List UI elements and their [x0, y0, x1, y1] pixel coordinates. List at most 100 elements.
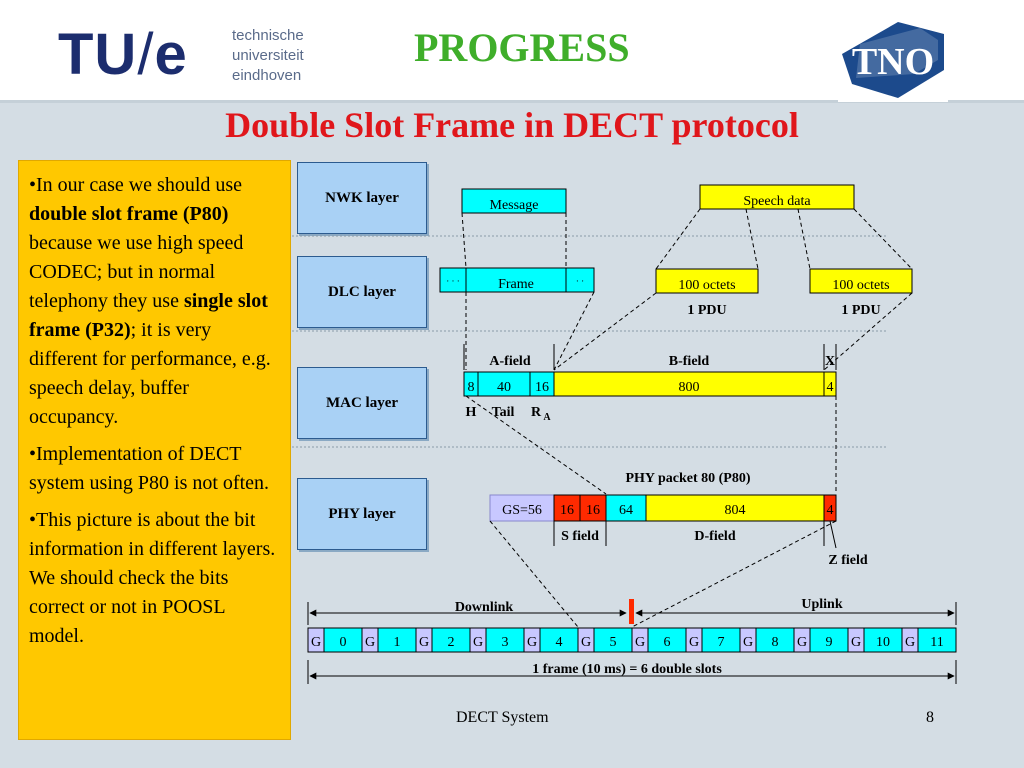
guard-label: G: [581, 635, 591, 650]
r-label: R: [531, 405, 542, 420]
slot-label-5: 5: [610, 635, 617, 650]
slot-cell-0: [323, 627, 363, 653]
slot-label-0: 0: [340, 635, 347, 650]
phy-cell-s2: [579, 494, 607, 522]
slot-label-1: 1: [394, 635, 401, 650]
message-box: [461, 188, 567, 214]
slot-label-3: 3: [502, 635, 509, 650]
slot-cell-5: [593, 627, 633, 653]
z-field-label: Z field: [828, 553, 867, 568]
phy-cell-b: [645, 494, 825, 522]
guard-label: G: [527, 635, 537, 650]
center-marker: [629, 599, 634, 624]
slot-label-8: 8: [772, 635, 779, 650]
x-field-label: X: [825, 354, 835, 369]
phy-layer-box: PHY layer: [297, 478, 427, 550]
phy-value-b: 804: [725, 503, 746, 518]
mac-cell-tail: [477, 371, 531, 397]
tno-logo-text: TNO: [852, 41, 934, 83]
phy-value-z: 4: [827, 503, 834, 518]
dash-speech-3: [797, 208, 811, 270]
octets-label-2: 100 octets: [832, 278, 889, 293]
guard-label: G: [743, 635, 753, 650]
uplink-label: Uplink: [801, 597, 842, 612]
dash-speech-4: [853, 208, 913, 270]
dash-speech-2: [745, 208, 759, 270]
mac-value-ra: 16: [535, 380, 549, 395]
slot-row: G 0 G 1 G 2 G 3 G 4 G 5 G 6 G 7 G 8 G 9 G 10 G 11: [307, 627, 957, 653]
slot-label-11: 11: [930, 635, 943, 650]
phy-cell-a: [605, 494, 647, 522]
h-label: H: [466, 405, 477, 420]
guard-label: G: [365, 635, 375, 650]
mac-cell-x: [823, 371, 837, 397]
frame-dots-right: · ·: [576, 276, 584, 286]
guard-label: G: [905, 635, 915, 650]
guard-label: G: [311, 635, 321, 650]
explanation-textbox: •In our case we should use double slot f…: [18, 160, 291, 740]
progress-heading: PROGRESS: [414, 25, 630, 70]
pdu-label-1: 1 PDU: [687, 303, 726, 318]
downlink-label: Downlink: [455, 600, 514, 615]
bullet-3: •This picture is about the bit informati…: [29, 509, 276, 647]
slot-cell-11: [917, 627, 957, 653]
slot-cell-9: [809, 627, 849, 653]
r-sub-label: A: [543, 412, 551, 423]
slot-cell-8: [755, 627, 795, 653]
mac-cell-b: [553, 371, 825, 397]
phy-packet-label: PHY packet 80 (P80): [625, 471, 750, 486]
phy-value-s1: 16: [560, 503, 574, 518]
frame-label: Frame: [498, 277, 534, 292]
octets-box-1: [655, 268, 759, 294]
slot-label-6: 6: [664, 635, 671, 650]
mac-value-x: 4: [827, 380, 834, 395]
phy-value-s2: 16: [586, 503, 600, 518]
guard-label: G: [419, 635, 429, 650]
speech-data-label: Speech data: [743, 194, 811, 209]
bullet-2: •Implementation of DECT system using P80…: [29, 443, 270, 494]
slot-label-7: 7: [718, 635, 725, 650]
dlc-layer-box: DLC layer: [297, 256, 427, 328]
mac-layer-box: MAC layer: [297, 367, 427, 439]
dash-speech-1: [655, 208, 701, 270]
tue-logo-subtitle: technische universiteit eindhoven: [232, 27, 304, 84]
d-field-label: D-field: [694, 529, 735, 544]
footer-title: DECT System: [456, 709, 549, 726]
guard-label: G: [689, 635, 699, 650]
mac-cell-ra: [529, 371, 555, 397]
octets-label-1: 100 octets: [678, 278, 735, 293]
tail-label: Tail: [492, 405, 515, 420]
phy-value-a: 64: [619, 503, 633, 518]
bullet-1: •In our case we should use double slot f…: [29, 174, 271, 428]
slot-cell-4: [539, 627, 579, 653]
s-field-label: S field: [561, 529, 599, 544]
tue-logo: TU/e: [58, 22, 188, 87]
guard-label: G: [635, 635, 645, 650]
slot-cell-6: [647, 627, 687, 653]
b-field-label: B-field: [669, 354, 710, 369]
mac-value-h: 8: [468, 380, 475, 395]
slot-label-9: 9: [826, 635, 833, 650]
page-number: 8: [926, 709, 934, 726]
pdu-label-2: 1 PDU: [841, 303, 880, 318]
mac-value-b: 800: [679, 380, 700, 395]
slot-label-2: 2: [448, 635, 455, 650]
guard-label: G: [473, 635, 483, 650]
guard-label: G: [851, 635, 861, 650]
frame-caption: 1 frame (10 ms) = 6 double slots: [532, 662, 722, 677]
tno-logo: TNO: [838, 8, 948, 102]
dash-message-left: [461, 212, 467, 269]
mac-value-tail: 40: [497, 380, 511, 395]
guard-label: G: [797, 635, 807, 650]
header-divider: [0, 100, 1024, 103]
a-field-label: A-field: [489, 354, 530, 369]
slot-label-10: 10: [876, 635, 890, 650]
octets-box-2: [809, 268, 913, 294]
speech-data-box: [699, 184, 855, 210]
slide-title: Double Slot Frame in DECT protocol: [225, 105, 799, 145]
frame-dots-left: · · ·: [446, 276, 460, 286]
nwk-layer-box: NWK layer: [297, 162, 427, 234]
slot-label-4: 4: [556, 635, 563, 650]
slot-cell-7: [701, 627, 741, 653]
